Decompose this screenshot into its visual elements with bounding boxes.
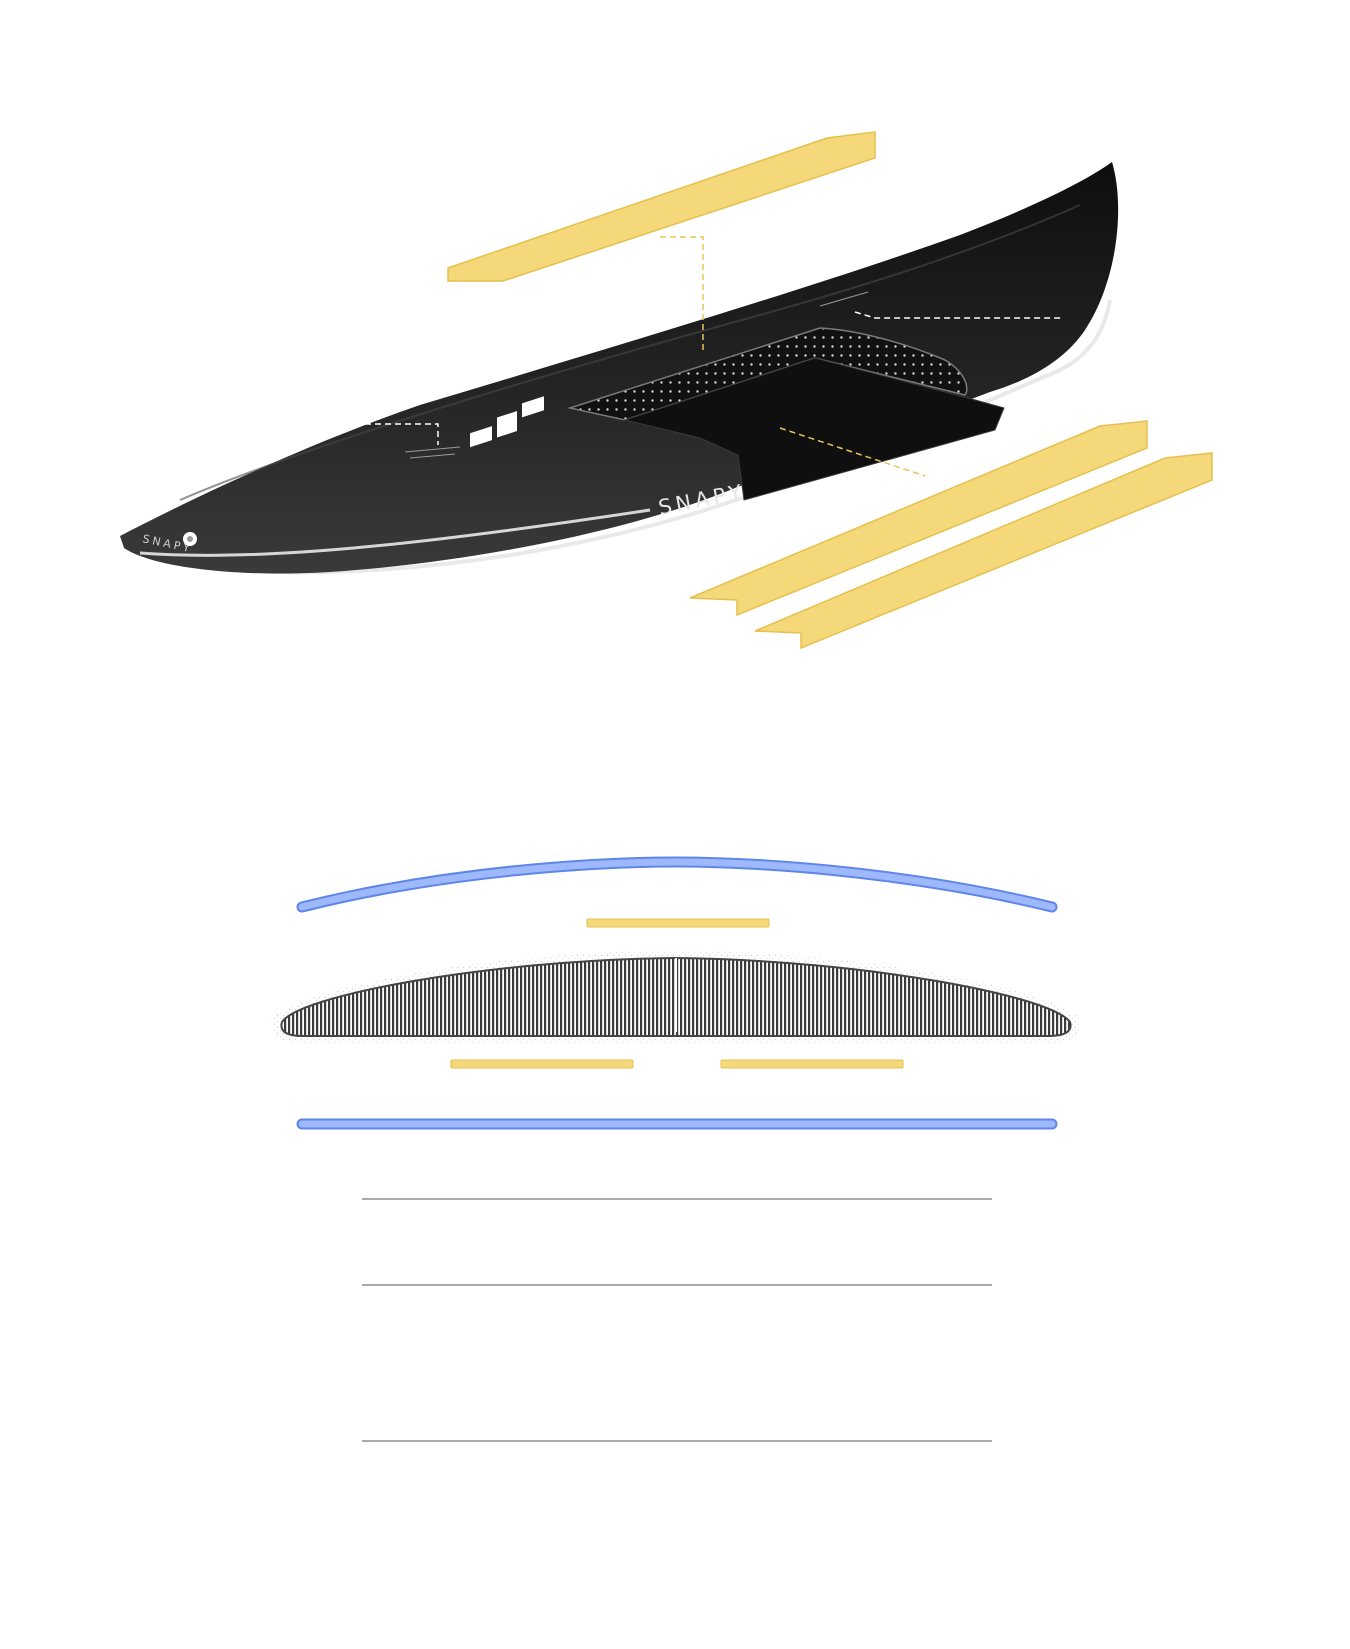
divider-2 [362, 1284, 992, 1286]
callout-line-nose [345, 423, 439, 445]
bottom-stringer-2 [754, 452, 1213, 650]
callout-line-tail [854, 311, 1062, 319]
board-rail-stripe [139, 508, 651, 557]
divider-3 [362, 1440, 992, 1442]
board-body [120, 162, 1119, 574]
top-stringer [447, 131, 876, 282]
callout-line-bottom-stringer [779, 427, 926, 477]
callout-line-top-stringer [660, 236, 704, 350]
bottom-stringer-1 [689, 420, 1148, 617]
deck-small-print [404, 291, 869, 459]
round-badge-icon [183, 532, 197, 546]
board-shine [179, 204, 1081, 501]
cross-section-bottom-stringer-left [450, 1059, 634, 1069]
cutaway-panel [623, 357, 1005, 501]
divider-1 [362, 1198, 992, 1200]
cross-section-top-skin-fill [298, 858, 1056, 911]
cross-section-bottom-stringer-right [720, 1059, 904, 1069]
three-squares-logo-icon [470, 396, 544, 448]
carbon-patch [567, 327, 968, 421]
cross-section-top-stringer [586, 918, 770, 928]
